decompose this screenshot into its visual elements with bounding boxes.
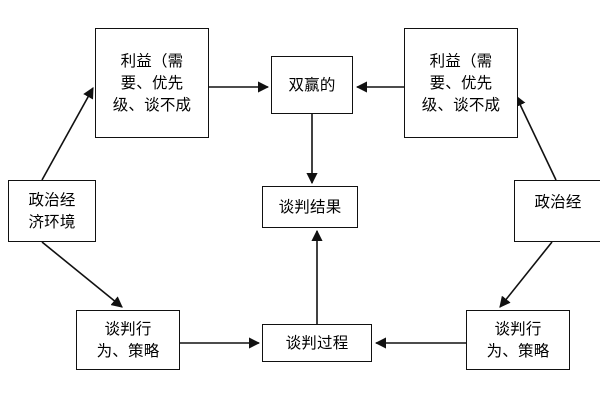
- edge-env-left-to-interest-left: [41, 87, 94, 181]
- node-result[interactable]: 谈判结果: [262, 186, 358, 228]
- edge-env-right-to-interest-right: [515, 94, 557, 181]
- node-behavior-left[interactable]: 谈判行 为、策略: [76, 310, 180, 370]
- node-interest-left-label: 利益（需 要、优先 级、谈不成: [112, 52, 192, 114]
- edge-env-right-to-behavior-right: [499, 241, 553, 308]
- node-winwin-label: 双赢的: [288, 76, 336, 94]
- node-environment-right-label: 政治经: [534, 193, 582, 211]
- node-behavior-right[interactable]: 谈判行 为、策略: [466, 310, 570, 370]
- node-winwin[interactable]: 双赢的: [271, 56, 353, 114]
- node-interest-right-label: 利益（需 要、优先 级、谈不成: [421, 52, 501, 114]
- node-environment-left-label: 政治经 济环境: [28, 191, 76, 231]
- node-behavior-right-label: 谈判行 为、策略: [486, 320, 550, 360]
- node-result-label: 谈判结果: [278, 198, 342, 216]
- node-interest-left[interactable]: 利益（需 要、优先 级、谈不成: [95, 28, 209, 138]
- node-process[interactable]: 谈判过程: [262, 324, 372, 362]
- node-environment-right[interactable]: 政治经: [514, 180, 600, 242]
- node-behavior-left-label: 谈判行 为、策略: [96, 320, 160, 360]
- edge-env-left-to-behavior-left: [41, 241, 123, 308]
- node-interest-right[interactable]: 利益（需 要、优先 级、谈不成: [404, 28, 518, 138]
- node-process-label: 谈判过程: [285, 334, 349, 352]
- node-environment-left[interactable]: 政治经 济环境: [8, 180, 96, 242]
